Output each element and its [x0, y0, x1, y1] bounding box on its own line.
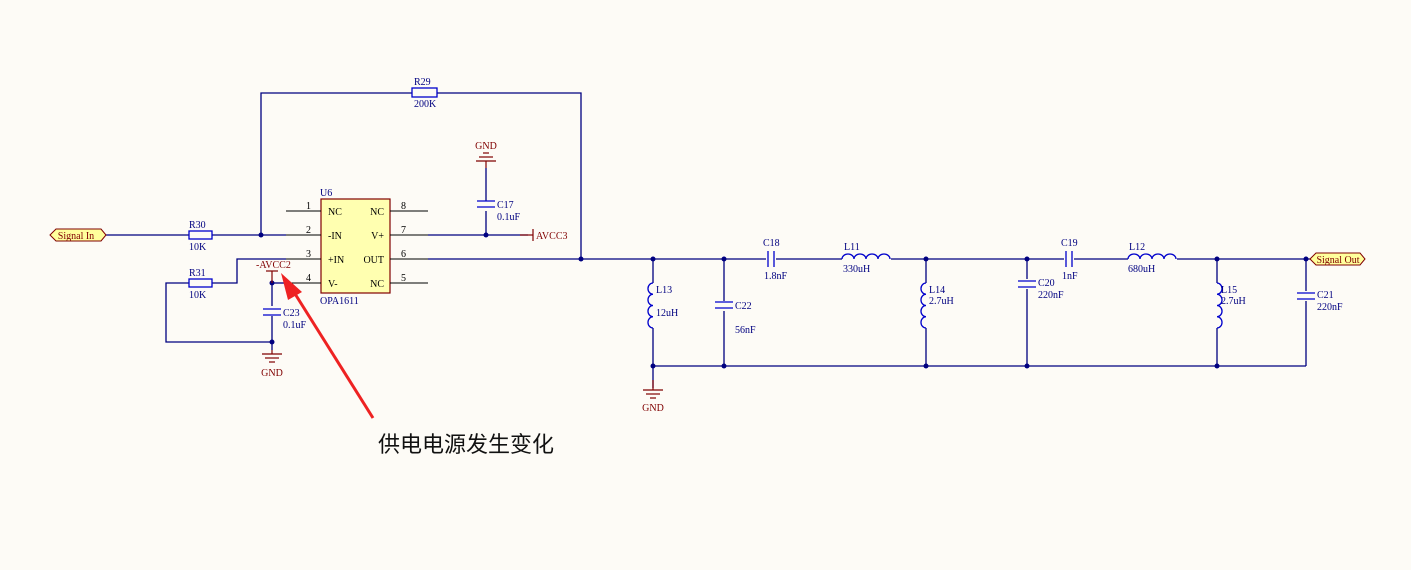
signal-in-label: Signal In — [58, 231, 94, 242]
signal-out-port[interactable]: Signal Out — [1309, 252, 1366, 266]
pin-name-5: NC — [370, 279, 384, 290]
l11-ref: L11 — [844, 242, 860, 253]
c18-value: 1.8nF — [764, 271, 788, 282]
r30-value: 10K — [189, 242, 207, 253]
capacitor-c23[interactable]: C23 0.1uF — [263, 308, 307, 331]
gnd-symbol-filter: GND — [642, 380, 664, 414]
avcc3-power-port: AVCC3 — [520, 229, 568, 242]
c19-value: 1nF — [1062, 271, 1078, 282]
inductor-l11[interactable]: L11 330uH — [841, 242, 891, 275]
inductor-l14[interactable]: L14 2.7uH — [920, 282, 954, 329]
r31-value: 10K — [189, 290, 207, 301]
pin-num-5: 5 — [401, 273, 406, 284]
pin-num-1: 1 — [306, 201, 311, 212]
c22-value: 56nF — [735, 325, 756, 336]
c19-ref: C19 — [1061, 238, 1078, 249]
c21-value: 220nF — [1317, 302, 1343, 313]
gnd-label: GND — [261, 368, 283, 379]
c18-ref: C18 — [763, 238, 780, 249]
pin-num-6: 6 — [401, 249, 406, 260]
pin-num-3: 3 — [306, 249, 311, 260]
capacitor-c21[interactable]: C21 220nF — [1297, 290, 1343, 313]
c17-ref: C17 — [497, 200, 514, 211]
resistor-r30[interactable]: R30 10K — [188, 220, 213, 253]
l14-value: 2.7uH — [929, 296, 954, 307]
signal-in-port[interactable]: Signal In — [49, 228, 107, 242]
l11-value: 330uH — [843, 264, 870, 275]
c20-value: 220nF — [1038, 290, 1064, 301]
l13-value: 12uH — [656, 308, 678, 319]
pin-name-6: OUT — [363, 255, 384, 266]
avcc2-power-port: -AVCC2 — [256, 260, 291, 283]
opamp-u6[interactable]: U6 OPA1611 1 2 3 4 8 7 6 5 NC -IN +IN V-… — [286, 188, 428, 307]
pin-num-8: 8 — [401, 201, 406, 212]
c17-value: 0.1uF — [497, 212, 521, 223]
l12-ref: L12 — [1129, 242, 1145, 253]
inductor-l12[interactable]: L12 680uH — [1127, 242, 1177, 275]
pin-name-3: +IN — [328, 255, 344, 266]
r31-ref: R31 — [189, 268, 206, 279]
wires — [106, 92, 1310, 388]
u6-ref: U6 — [320, 188, 332, 199]
capacitor-c19[interactable]: C19 1nF — [1061, 238, 1078, 282]
l14-ref: L14 — [929, 285, 945, 296]
pin-num-7: 7 — [401, 225, 406, 236]
c23-value: 0.1uF — [283, 320, 307, 331]
resistor-r31[interactable]: R31 10K — [188, 268, 213, 301]
capacitor-c18[interactable]: C18 1.8nF — [763, 238, 788, 282]
c22-ref: C22 — [735, 301, 752, 312]
inductor-l15[interactable]: L15 2.7uH — [1216, 282, 1246, 329]
c20-ref: C20 — [1038, 278, 1055, 289]
avcc2-label: -AVCC2 — [256, 260, 291, 271]
gnd-symbol-c23: GND — [261, 350, 283, 379]
l15-ref: L15 — [1221, 285, 1237, 296]
gnd-label: GND — [642, 403, 664, 414]
r29-ref: R29 — [414, 77, 431, 88]
l15-value: 2.7uH — [1221, 296, 1246, 307]
u6-part: OPA1611 — [320, 296, 359, 307]
capacitor-c20[interactable]: C20 220nF — [1018, 278, 1064, 301]
avcc3-label: AVCC3 — [536, 231, 568, 242]
r29-value: 200K — [414, 99, 437, 110]
l12-value: 680uH — [1128, 264, 1155, 275]
r30-ref: R30 — [189, 220, 206, 231]
junctions — [258, 232, 1309, 369]
pin-name-7: V+ — [371, 231, 384, 242]
resistor-r29[interactable]: R29 200K — [411, 77, 438, 110]
inductor-l13[interactable]: L13 12uH — [647, 282, 678, 329]
l13-ref: L13 — [656, 285, 672, 296]
pin-name-2: -IN — [328, 231, 342, 242]
pin-num-4: 4 — [306, 273, 311, 284]
annotation-text: 供电电源发生变化 — [378, 433, 555, 458]
pin-name-4: V- — [328, 279, 338, 290]
c21-ref: C21 — [1317, 290, 1334, 301]
capacitor-c17[interactable]: C17 0.1uF — [477, 200, 521, 223]
signal-out-label: Signal Out — [1316, 255, 1359, 266]
pin-name-8: NC — [370, 207, 384, 218]
gnd-symbol-c17: GND — [475, 141, 497, 168]
pin-name-1: NC — [328, 207, 342, 218]
gnd-label: GND — [475, 141, 497, 152]
capacitor-c22[interactable]: C22 56nF — [715, 301, 756, 336]
annotation-arrow — [281, 273, 375, 419]
pin-num-2: 2 — [306, 225, 311, 236]
c23-ref: C23 — [283, 308, 300, 319]
